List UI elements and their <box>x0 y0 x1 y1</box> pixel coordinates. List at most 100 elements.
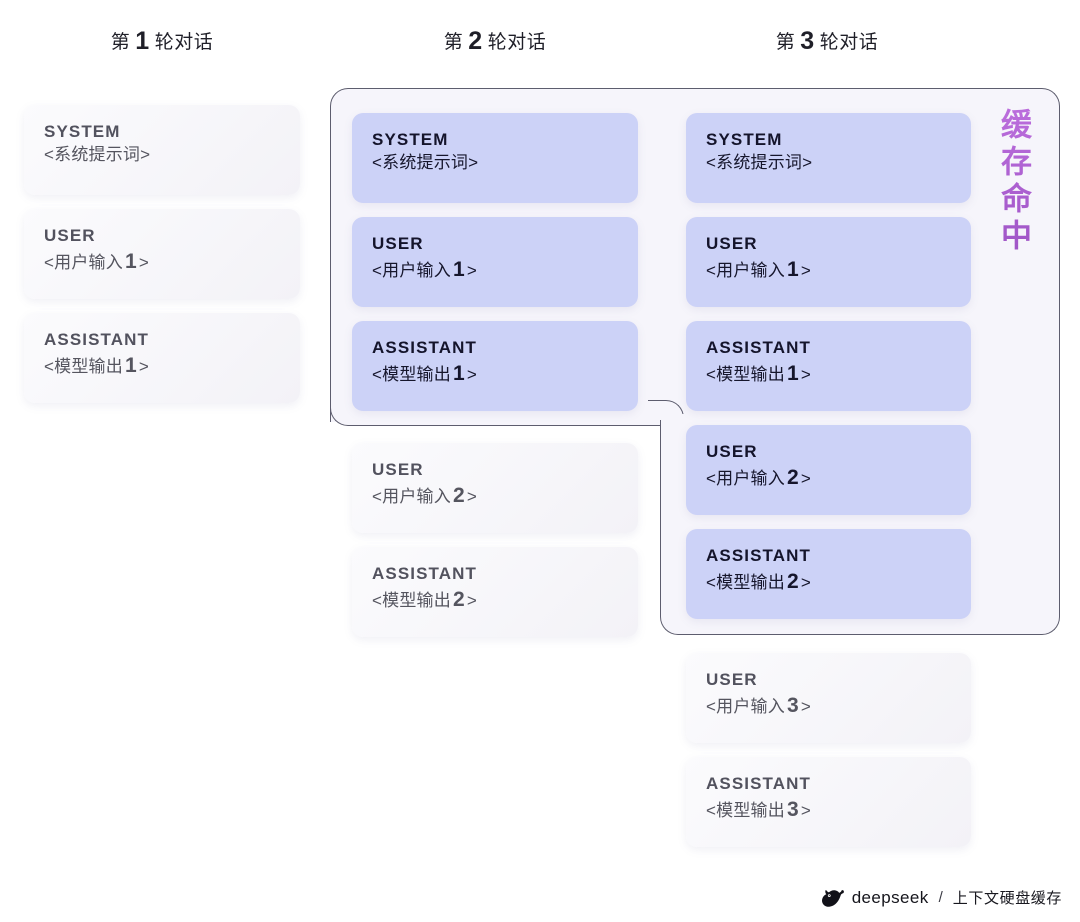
message-content-text: <模型输出 <box>706 801 785 821</box>
message-content-index: 1 <box>452 362 465 386</box>
message-card-turn-3-assistant-3: ASSISTANT <模型输出1> <box>686 321 971 411</box>
message-content-placeholder: <系统提示词> <box>372 152 638 174</box>
message-role-label: ASSISTANT <box>44 330 149 349</box>
message-content-placeholder: <用户输入2> <box>706 464 971 491</box>
message-role-label: SYSTEM <box>706 130 783 149</box>
message-card-turn-3-user-2: USER <用户输入1> <box>686 217 971 307</box>
column-header-suffix: 轮对话 <box>154 32 214 53</box>
message-content-close: > <box>800 573 811 593</box>
message-role-label: SYSTEM <box>372 130 449 149</box>
message-content-close: > <box>466 261 477 281</box>
message-content-placeholder: <模型输出3> <box>706 796 971 823</box>
message-content-index: 3 <box>786 798 799 822</box>
message-card-turn-1-system-1: SYSTEM <系统提示词> <box>24 105 300 195</box>
message-content-index: 2 <box>452 588 465 612</box>
message-content-placeholder: <用户输入1> <box>706 256 971 283</box>
column-header-prefix: 第 <box>775 32 796 53</box>
message-content-placeholder: <模型输出1> <box>372 360 638 387</box>
column-header-suffix: 轮对话 <box>487 32 547 53</box>
message-content-placeholder: <用户输入1> <box>44 248 300 275</box>
message-content-text: <用户输入 <box>706 697 785 717</box>
column-header-number: 2 <box>468 27 483 55</box>
message-role-label: USER <box>706 234 758 253</box>
message-content-placeholder: <模型输出2> <box>706 568 971 595</box>
message-content-placeholder: <用户输入3> <box>706 692 971 719</box>
message-content-close: > <box>800 261 811 281</box>
message-role-label: USER <box>372 460 424 479</box>
message-role-label: ASSISTANT <box>706 774 811 793</box>
message-role-label: ASSISTANT <box>706 338 811 357</box>
footer-separator: / <box>938 889 943 906</box>
message-content-placeholder: <模型输出1> <box>706 360 971 387</box>
message-card-turn-3-assistant-7: ASSISTANT <模型输出3> <box>686 757 971 847</box>
footer-tagline: 上下文硬盘缓存 <box>952 890 1062 907</box>
message-card-turn-2-assistant-5: ASSISTANT <模型输出2> <box>352 547 638 637</box>
message-role-label: USER <box>372 234 424 253</box>
message-content-text: <用户输入 <box>44 253 123 273</box>
message-card-turn-3-user-6: USER <用户输入3> <box>686 653 971 743</box>
message-content-close: > <box>138 357 149 377</box>
message-content-placeholder: <模型输出1> <box>44 352 300 379</box>
message-role-label: USER <box>44 226 96 245</box>
message-card-turn-2-system-1: SYSTEM <系统提示词> <box>352 113 638 203</box>
message-role-label: SYSTEM <box>44 122 121 141</box>
message-content-text: <模型输出 <box>372 591 451 611</box>
message-content-text: <模型输出 <box>706 573 785 593</box>
column-header-number: 1 <box>135 27 150 55</box>
cache-hit-label: 缓存命中 <box>984 108 1036 256</box>
message-card-turn-3-assistant-5: ASSISTANT <模型输出2> <box>686 529 971 619</box>
message-content-text: <用户输入 <box>706 261 785 281</box>
footer-brand: deepseek / 上下文硬盘缓存 <box>821 887 1062 908</box>
message-content-close: > <box>466 365 477 385</box>
message-card-turn-1-assistant-3: ASSISTANT <模型输出1> <box>24 313 300 403</box>
message-content-index: 1 <box>786 362 799 386</box>
message-content-index: 3 <box>786 694 799 718</box>
message-role-label: ASSISTANT <box>706 546 811 565</box>
message-card-turn-2-user-2: USER <用户输入1> <box>352 217 638 307</box>
message-card-turn-3-user-4: USER <用户输入2> <box>686 425 971 515</box>
message-content-placeholder: <系统提示词> <box>44 144 300 166</box>
column-header-suffix: 轮对话 <box>819 32 879 53</box>
message-content-index: 1 <box>124 250 137 274</box>
message-content-text: <用户输入 <box>372 487 451 507</box>
message-role-label: USER <box>706 442 758 461</box>
message-content-text: <模型输出 <box>44 357 123 377</box>
column-header-number: 3 <box>800 27 815 55</box>
message-card-turn-3-system-1: SYSTEM<系统提示词> <box>686 113 971 203</box>
message-content-text: <模型输出 <box>372 365 451 385</box>
message-content-index: 2 <box>786 570 799 594</box>
message-content-placeholder: <用户输入2> <box>372 482 638 509</box>
column-header-prefix: 第 <box>110 32 131 53</box>
message-content-placeholder: <用户输入1> <box>372 256 638 283</box>
message-content-index: 1 <box>124 354 137 378</box>
message-card-turn-2-user-4: USER <用户输入2> <box>352 443 638 533</box>
message-content-index: 1 <box>786 258 799 282</box>
deepseek-whale-icon <box>821 888 844 907</box>
column-header-prefix: 第 <box>443 32 464 53</box>
message-role-label: USER <box>706 670 758 689</box>
message-content-close: > <box>466 487 477 507</box>
message-content-text: <模型输出 <box>706 365 785 385</box>
cache-hit-region-seam <box>662 414 1058 426</box>
message-content-close: > <box>800 801 811 821</box>
message-content-text: <系统提示词> <box>372 153 479 173</box>
message-content-index: 2 <box>786 466 799 490</box>
message-card-turn-1-user-2: USER <用户输入1> <box>24 209 300 299</box>
message-role-label: ASSISTANT <box>372 564 477 583</box>
message-content-text: <系统提示词> <box>44 145 151 165</box>
message-content-index: 1 <box>452 258 465 282</box>
message-content-close: > <box>800 469 811 489</box>
message-content-text: <用户输入 <box>372 261 451 281</box>
message-content-text: <用户输入 <box>706 469 785 489</box>
message-role-label: ASSISTANT <box>372 338 477 357</box>
message-card-turn-2-assistant-3: ASSISTANT <模型输出1> <box>352 321 638 411</box>
message-content-close: > <box>800 365 811 385</box>
message-content-close: > <box>800 697 811 717</box>
message-content-placeholder: <模型输出2> <box>372 586 638 613</box>
message-content-close: > <box>138 253 149 273</box>
message-content-close: > <box>466 591 477 611</box>
message-content-index: 2 <box>452 484 465 508</box>
